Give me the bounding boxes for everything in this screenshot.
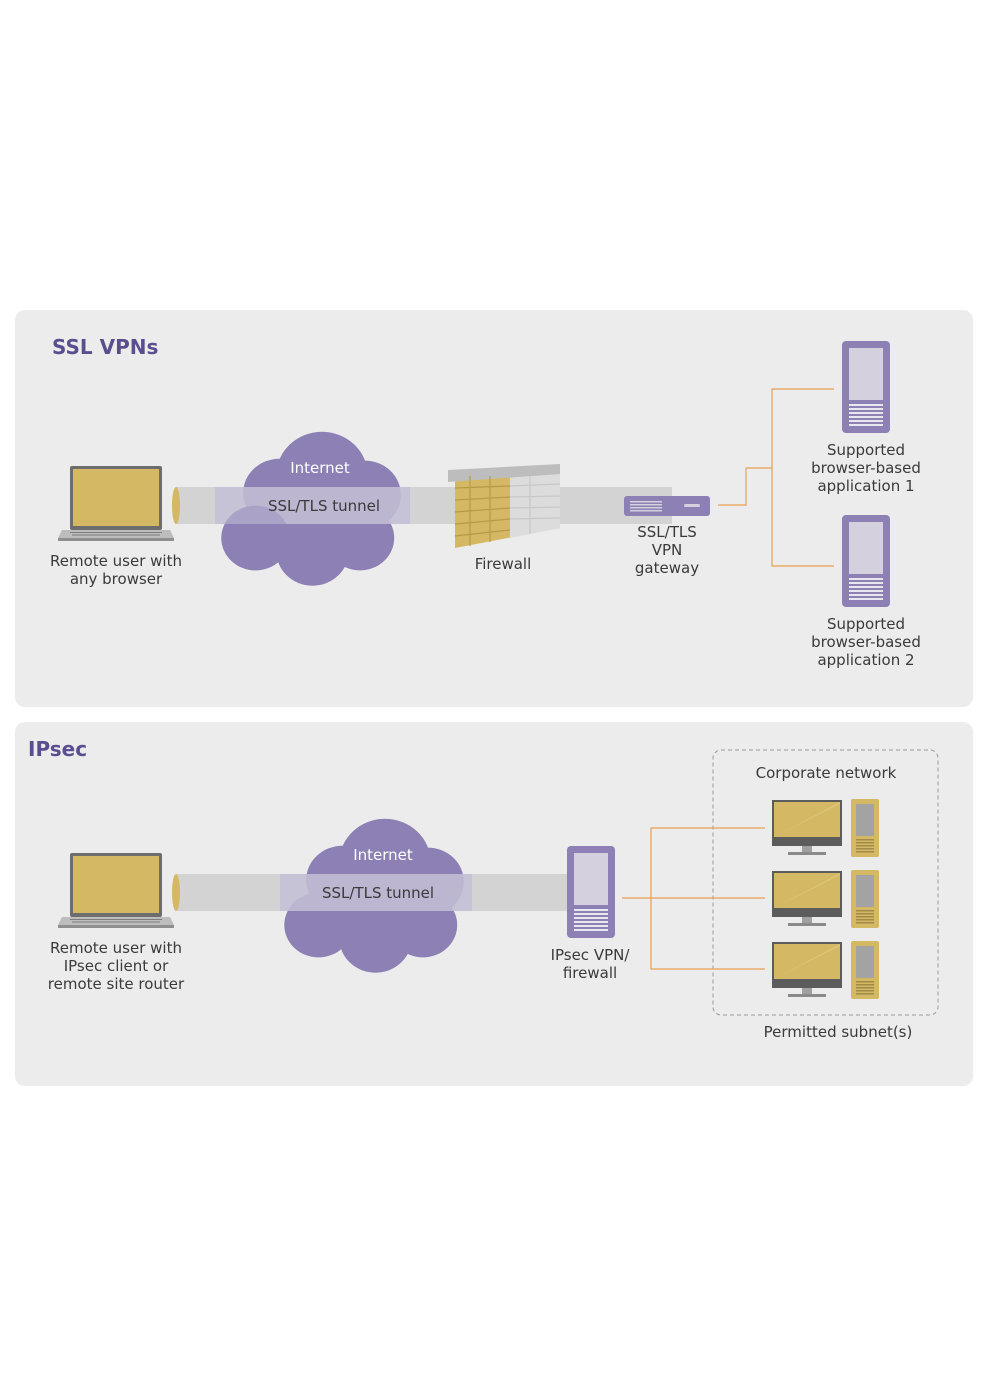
ssl-tunnel-label: SSL/TLS tunnel [268, 497, 380, 515]
ipsec-laptop-label-line1: Remote user with [50, 939, 182, 957]
app2-server-icon [842, 515, 890, 607]
app1-server-icon [842, 341, 890, 433]
ipsec-vpn-label-line1: IPsec VPN/ [551, 946, 631, 964]
ipsec-panel: IPsec Internet SSL/TLS tunnel Remote use… [15, 722, 973, 1086]
ssl-vpn-panel: SSL VPNs Internet SSL/TLS tunnel Remote … [15, 310, 973, 707]
firewall-label: Firewall [475, 555, 532, 573]
ssl-laptop-icon [58, 466, 174, 541]
ssl-connector-lines [718, 388, 834, 567]
gateway-label-line3: gateway [635, 559, 699, 577]
ipsec-tunnel-label: SSL/TLS tunnel [322, 884, 434, 902]
app1-label-line1: Supported [827, 441, 905, 459]
app2-label-line2: browser-based [811, 633, 921, 651]
ssl-cloud-label: Internet [290, 459, 350, 477]
ssl-panel-title: SSL VPNs [52, 335, 158, 359]
app1-label-line2: browser-based [811, 459, 921, 477]
ipsec-connector-lines [622, 827, 765, 970]
ipsec-internet-cloud-icon [280, 818, 472, 973]
ssl-laptop-label-line1: Remote user with [50, 552, 182, 570]
ipsec-laptop-label-line3: remote site router [48, 975, 185, 993]
ipsec-vpn-label-line2: firewall [563, 964, 617, 982]
ssl-internet-cloud-icon [215, 431, 410, 586]
gateway-label-line2: VPN [652, 541, 683, 559]
ssl-vpn-gateway-icon [624, 496, 710, 516]
app2-label-line3: application 2 [817, 651, 914, 669]
app2-label-line1: Supported [827, 615, 905, 633]
ipsec-vpn-firewall-server-icon [567, 846, 615, 938]
app1-label-line3: application 1 [817, 477, 914, 495]
corporate-network-label: Corporate network [756, 764, 897, 782]
ipsec-laptop-icon [58, 853, 174, 928]
corporate-network-boundary [712, 749, 939, 1016]
ipsec-laptop-label-line2: IPsec client or [64, 957, 169, 975]
ssl-laptop-label-line2: any browser [70, 570, 163, 588]
ipsec-panel-title: IPsec [28, 737, 87, 761]
gateway-label-line1: SSL/TLS [637, 523, 697, 541]
permitted-subnets-label: Permitted subnet(s) [764, 1023, 913, 1041]
firewall-brick-wall-icon [448, 464, 561, 548]
ipsec-cloud-label: Internet [353, 846, 413, 864]
